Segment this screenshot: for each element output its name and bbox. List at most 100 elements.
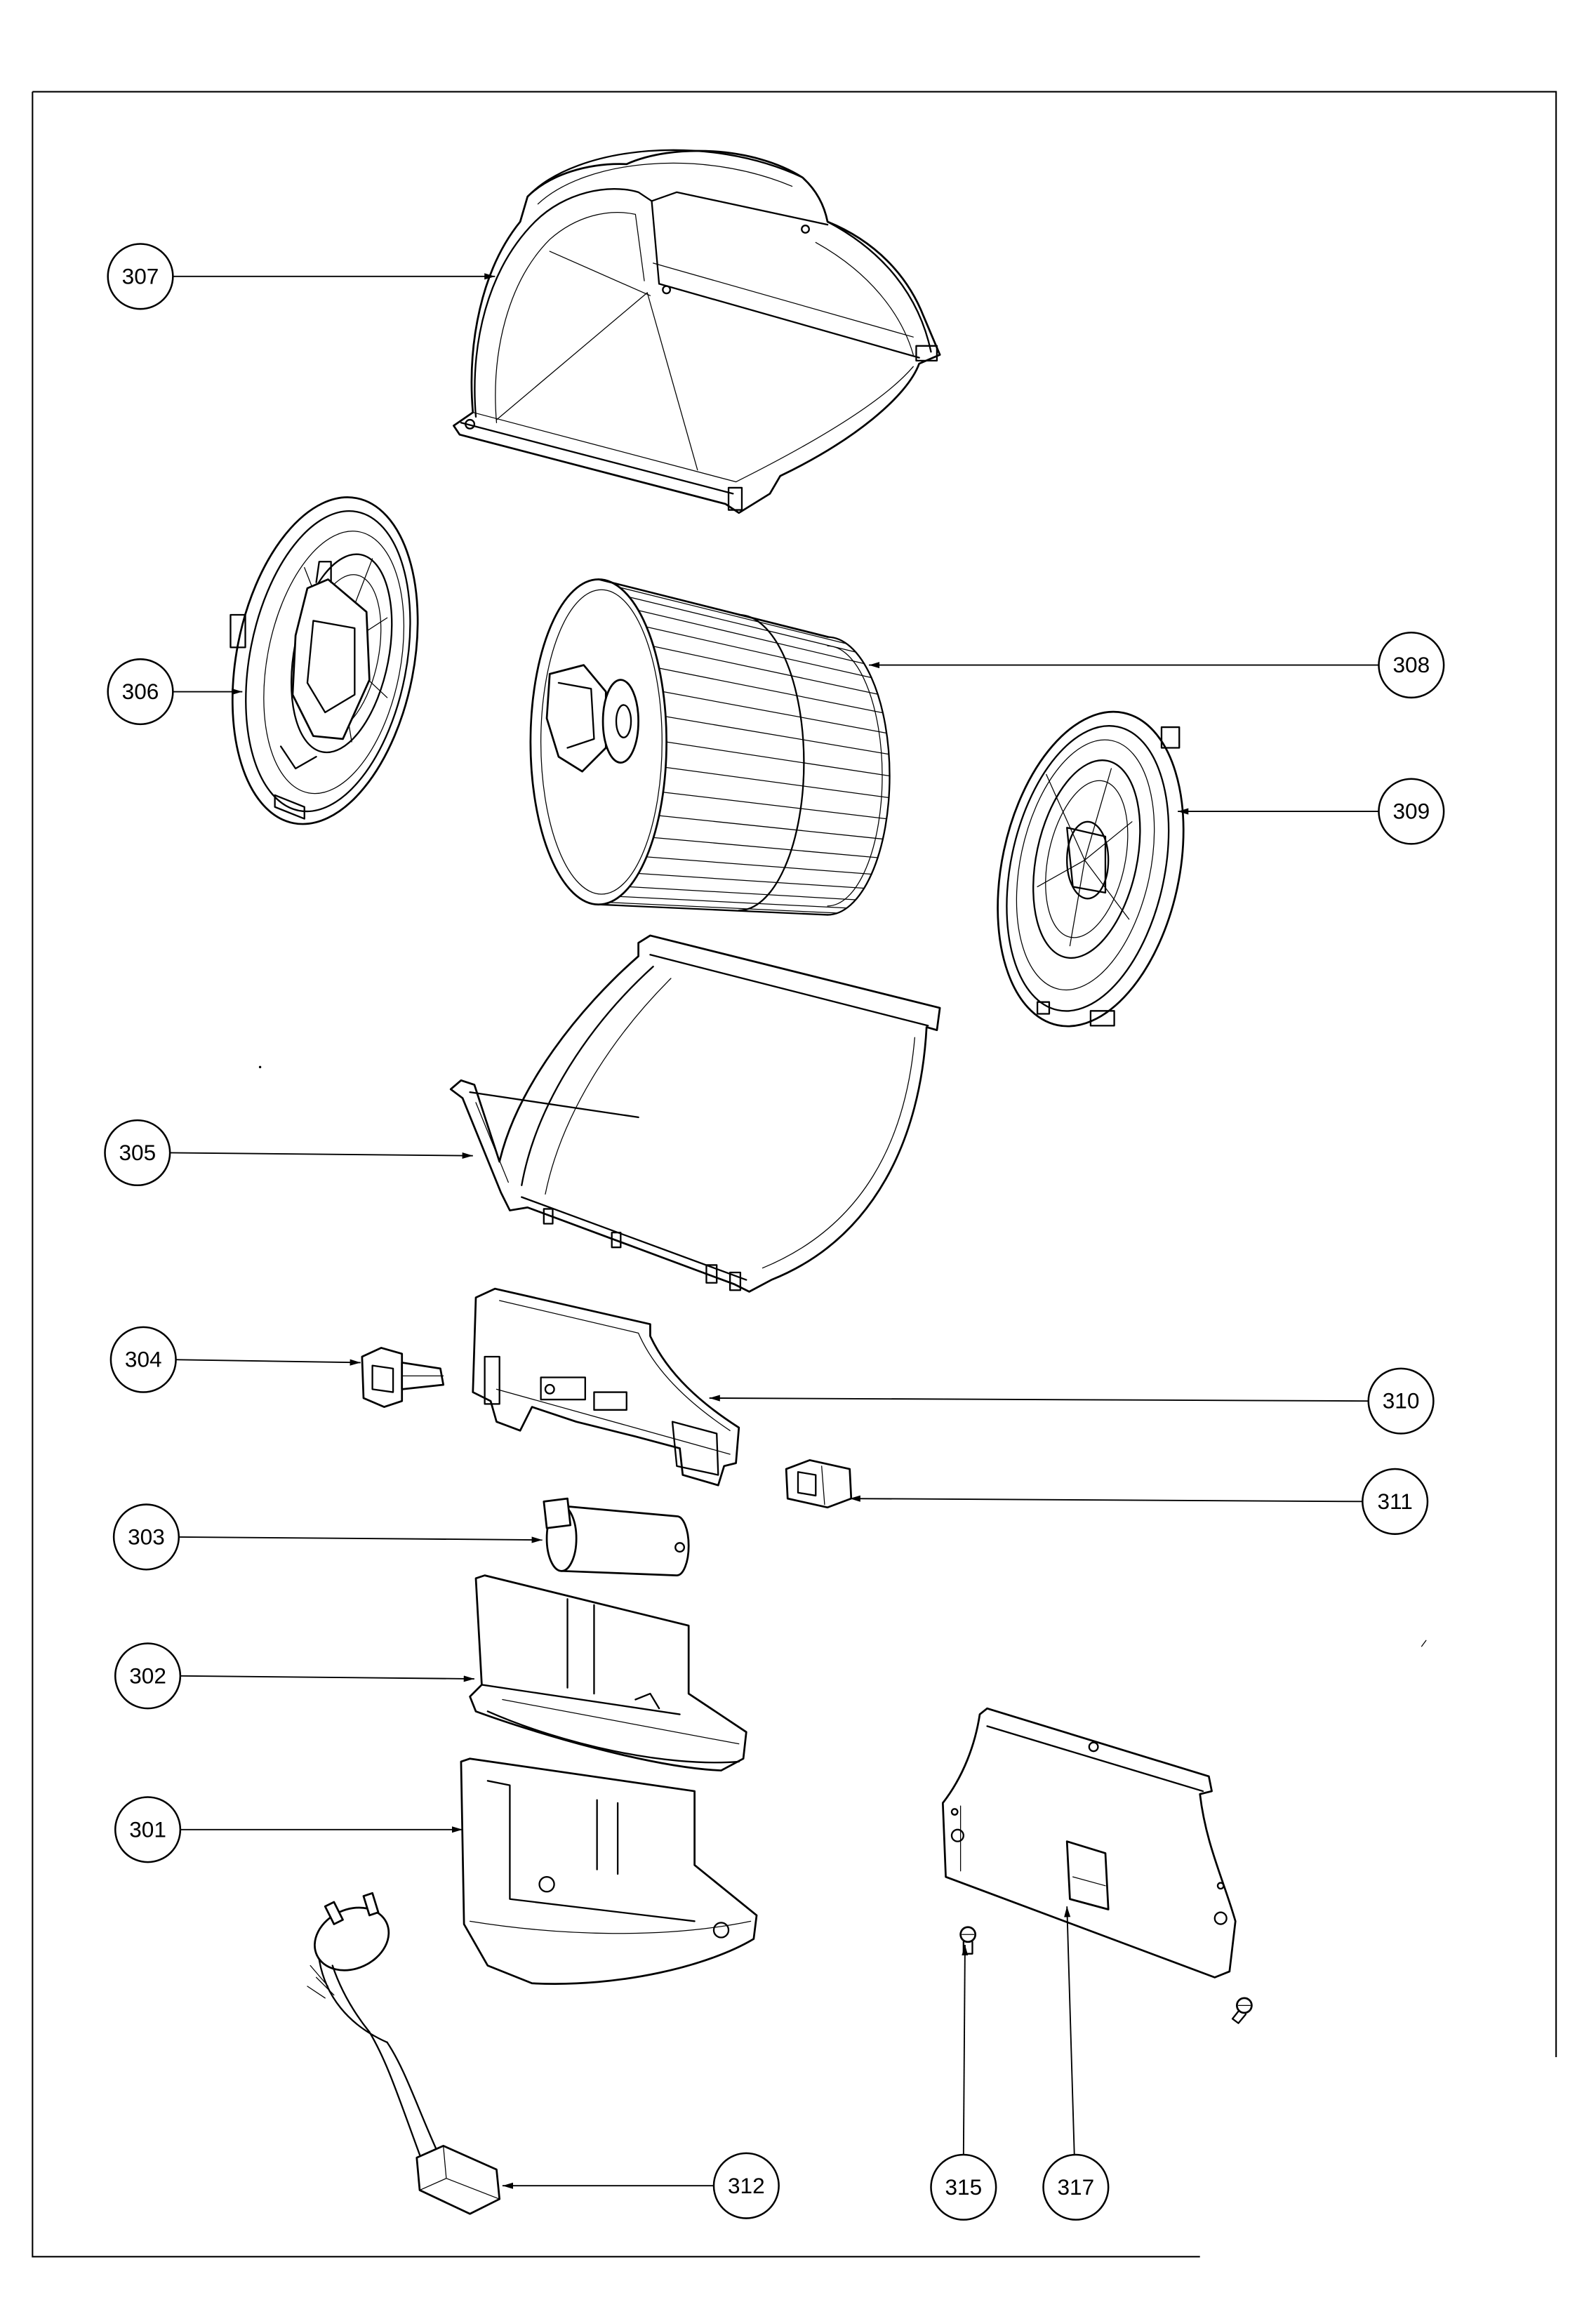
callout-312: 312 <box>502 2152 780 2219</box>
part-307-upper-scroll-housing-stroke <box>658 283 920 359</box>
callout-circle <box>1362 1468 1429 1535</box>
callout-308: 308 <box>869 632 1445 699</box>
callout-circle <box>114 1796 182 1863</box>
fan-blade <box>637 610 865 665</box>
leader-line <box>180 1675 474 1682</box>
part-317-cover-plate-stroke <box>950 1808 959 1816</box>
callout-label: 308 <box>1392 652 1430 677</box>
part-305-lower-scroll-housing-stroke <box>762 1037 915 1269</box>
callout-317: 317 <box>1042 1906 1110 2221</box>
part-307-upper-scroll-housing-stroke <box>495 212 645 423</box>
part-307-upper-scroll-housing-stroke <box>496 292 648 420</box>
part-301-base-stroke <box>712 1922 730 1939</box>
callout-label: 311 <box>1377 1489 1412 1514</box>
part-309-right-side-plate-stroke <box>1089 1010 1115 1027</box>
callout-circle <box>104 1119 171 1187</box>
callout-circle <box>107 243 174 310</box>
callout-circle <box>1378 778 1445 845</box>
capacitor-body <box>560 1505 690 1577</box>
fan-blade <box>629 886 856 900</box>
fan-blade <box>665 741 891 777</box>
part-317-cover-plate-stroke <box>986 1725 1204 1793</box>
drawing-frame <box>32 91 1557 2258</box>
part-307-upper-scroll-housing-stroke <box>653 262 914 338</box>
part-screw-loose-stroke <box>1231 2010 1247 2024</box>
callout-circle <box>1378 632 1445 699</box>
part-311-connector-stroke <box>797 1471 817 1497</box>
part-309-right-side-plate-stroke <box>997 710 1185 1028</box>
fan-blades <box>609 580 891 914</box>
part-309-right-side-plate-stroke <box>1160 726 1181 749</box>
callout-306: 306 <box>107 658 243 726</box>
part-317-cover-plate-stroke <box>950 1828 964 1842</box>
power-cord <box>368 2031 421 2156</box>
part-304-connector-stroke <box>371 1364 394 1393</box>
frame-top-right <box>32 91 1557 2058</box>
callout-circle <box>1042 2153 1110 2221</box>
part-305-lower-scroll-housing-stroke <box>543 1208 554 1225</box>
fan-blade <box>653 646 879 695</box>
callout-305: 305 <box>104 1119 473 1187</box>
fan-blade <box>619 896 848 909</box>
part-309-right-side-plate-stroke <box>1037 768 1133 947</box>
callout-label: 302 <box>129 1663 166 1688</box>
part-302-tray-bracket-stroke <box>481 1684 681 1715</box>
part-310-control-bracket-stroke <box>671 1421 719 1476</box>
callout-circle <box>1367 1367 1435 1435</box>
right-plate-rim <box>997 710 1185 1028</box>
fan-blade <box>663 792 887 820</box>
part-317-cover-plate-stroke <box>1072 1876 1106 1887</box>
part-307-upper-scroll-housing <box>453 149 941 514</box>
leader-line <box>709 1395 1369 1402</box>
part-301-base-stroke <box>538 1876 555 1893</box>
part-310-control-bracket-stroke <box>496 1388 731 1455</box>
part-307-upper-scroll-housing-stroke <box>801 225 810 234</box>
stray-marks-stroke <box>258 1065 262 1069</box>
callout-301: 301 <box>114 1796 463 1863</box>
part-307-upper-scroll-housing-stroke <box>474 188 660 418</box>
part-305-lower-scroll-housing-stroke <box>649 954 929 1027</box>
part-305-lower-scroll-housing-stroke <box>611 1231 622 1249</box>
part-307-upper-scroll-housing-stroke <box>537 162 793 205</box>
part-302-tray-bracket-stroke <box>486 1710 740 1764</box>
callout-310: 310 <box>709 1367 1435 1435</box>
part-306-left-side-plate-stroke-stroke <box>245 510 411 813</box>
callout-label: 312 <box>728 2173 765 2198</box>
fan-blade <box>653 837 879 858</box>
part-305-lower-scroll-housing-stroke <box>545 978 672 1195</box>
part-309-right-side-plate-stroke-stroke <box>1032 759 1141 959</box>
part-310-control-bracket-stroke <box>499 1300 731 1431</box>
part-307-upper-scroll-housing-stroke <box>815 241 914 356</box>
tray-bracket-outline <box>469 1574 747 1771</box>
part-317-cover-plate-stroke <box>1088 1741 1099 1753</box>
part-307-upper-scroll-housing-stroke <box>460 422 734 495</box>
callout-302: 302 <box>114 1642 474 1710</box>
callout-circle <box>712 2152 780 2219</box>
part-311-connector <box>785 1459 853 1509</box>
part-310-control-bracket-stroke <box>540 1376 586 1401</box>
part-303-capacitor-stroke <box>543 1497 572 1529</box>
callout-label: 305 <box>119 1140 156 1165</box>
connector-body <box>361 1347 404 1408</box>
callout-circle <box>114 1642 182 1710</box>
part-312-power-cord-stroke <box>324 1901 344 1925</box>
part-306-left-side-plate-stroke <box>274 794 305 820</box>
part-304-connector <box>361 1347 445 1408</box>
fan-wheel-bottom-edge <box>597 903 829 916</box>
callout-label: 309 <box>1392 799 1430 824</box>
callout-label: 310 <box>1383 1388 1420 1414</box>
part-308-fan-wheel-stroke <box>601 679 639 764</box>
stray-marks <box>258 1065 1427 1647</box>
part-311-connector-stroke <box>821 1465 825 1505</box>
callout-label: 303 <box>128 1524 165 1549</box>
part-312-power-cord-stroke <box>318 1958 388 2044</box>
part-309-right-side-plate <box>997 710 1185 1028</box>
part-317-cover-plate <box>941 1707 1237 1979</box>
part-306-left-side-plate <box>230 496 419 825</box>
part-303-capacitor <box>543 1497 690 1577</box>
part-307-upper-scroll-housing-stroke <box>915 345 938 362</box>
control-bracket-outline <box>472 1287 740 1487</box>
part-317-cover-plate-stroke <box>1213 1911 1228 1925</box>
lower-housing-outline <box>449 934 941 1293</box>
part-307-upper-scroll-housing-stroke <box>549 251 651 296</box>
